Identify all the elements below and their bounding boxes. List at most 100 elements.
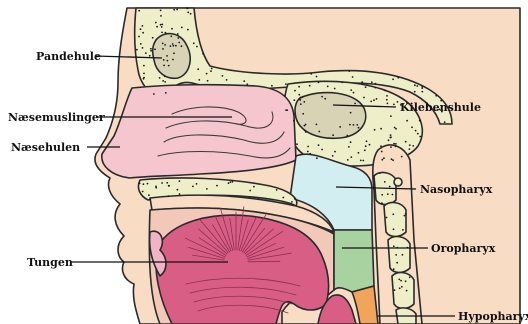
bone-dot bbox=[161, 24, 163, 26]
bone-dot bbox=[402, 229, 404, 231]
bone-dot bbox=[178, 42, 180, 44]
label-naesehulen: Næsehulen bbox=[11, 141, 80, 154]
bone-dot bbox=[415, 130, 417, 132]
bone-dot bbox=[401, 156, 403, 158]
bone-dot bbox=[369, 144, 371, 146]
bone-dot bbox=[332, 134, 334, 136]
bone-dot bbox=[226, 79, 228, 81]
bone-dot bbox=[143, 78, 145, 80]
bone-dot bbox=[380, 128, 382, 130]
bone-dot bbox=[172, 59, 174, 61]
bone-dot bbox=[172, 43, 174, 45]
bone-dot bbox=[397, 77, 399, 79]
bone-dot bbox=[149, 199, 151, 201]
bone-dot bbox=[196, 46, 198, 48]
bone-dot bbox=[391, 158, 393, 160]
bone-dot bbox=[165, 32, 167, 34]
bone-dot bbox=[309, 85, 311, 87]
bone-dot bbox=[398, 279, 400, 281]
bone-dot bbox=[294, 198, 296, 200]
bone-dot bbox=[358, 152, 360, 154]
bone-dot bbox=[406, 290, 408, 292]
bone-dot bbox=[181, 27, 183, 29]
bone-dot bbox=[384, 181, 386, 183]
bone-dot bbox=[316, 157, 318, 159]
bone-dot bbox=[383, 157, 385, 159]
bone-dot bbox=[196, 183, 198, 185]
bone-dot bbox=[286, 109, 288, 111]
bone-dot bbox=[395, 128, 397, 130]
bone-dot bbox=[387, 193, 389, 195]
bone-dot bbox=[155, 187, 157, 189]
bone-dot bbox=[282, 197, 284, 199]
bone-dot bbox=[393, 104, 395, 106]
bone-dot bbox=[166, 55, 168, 57]
bone-dot bbox=[414, 91, 416, 93]
bone-dot bbox=[291, 201, 293, 203]
bone-dot bbox=[371, 81, 373, 83]
bone-dot bbox=[334, 151, 336, 153]
bone-dot bbox=[138, 36, 140, 38]
bone-dot bbox=[160, 24, 162, 26]
bone-dot bbox=[400, 280, 402, 282]
bone-dot bbox=[389, 137, 391, 139]
bone-dot bbox=[339, 126, 341, 128]
label-kilebenshule: Kilebenshule bbox=[400, 101, 481, 114]
bone-dot bbox=[365, 145, 367, 147]
bone-dot bbox=[395, 145, 397, 147]
bone-dot bbox=[393, 228, 395, 230]
bone-dot bbox=[324, 98, 326, 100]
bone-dot bbox=[155, 22, 157, 24]
bone-dot bbox=[253, 186, 255, 188]
bone-dot bbox=[401, 286, 403, 288]
label-pandehule: Pandehule bbox=[36, 50, 101, 63]
bone-dot bbox=[349, 124, 351, 126]
bone-dot bbox=[360, 160, 362, 162]
bone-dot bbox=[409, 276, 411, 278]
bone-dot bbox=[302, 96, 304, 98]
bone-dot bbox=[164, 44, 166, 46]
bone-dot bbox=[175, 45, 177, 47]
bone-dot bbox=[142, 47, 144, 49]
bone-dot bbox=[395, 254, 397, 256]
bone-dot bbox=[149, 55, 151, 57]
bone-dot bbox=[161, 182, 163, 184]
bone-dot bbox=[177, 33, 179, 35]
bone-dot bbox=[193, 42, 195, 44]
bone-dot bbox=[376, 98, 378, 100]
bone-dot bbox=[187, 7, 189, 9]
bone-dot bbox=[353, 92, 355, 94]
oropharynx-region bbox=[334, 230, 374, 292]
bone-dot bbox=[416, 85, 418, 87]
bone-dot bbox=[298, 86, 300, 88]
bone-dot bbox=[161, 26, 163, 28]
bone-dot bbox=[392, 159, 394, 161]
bone-dot bbox=[392, 194, 394, 196]
bone-dot bbox=[140, 28, 142, 30]
bone-dot bbox=[318, 144, 320, 146]
bone-dot bbox=[271, 85, 273, 87]
bone-dot bbox=[168, 195, 170, 197]
bone-dot bbox=[384, 90, 386, 92]
bone-dot bbox=[168, 185, 170, 187]
bone-dot bbox=[190, 13, 192, 15]
bone-dot bbox=[374, 87, 376, 89]
bone-dot bbox=[173, 45, 175, 47]
bone-dot bbox=[386, 95, 388, 97]
bone-dot bbox=[207, 80, 209, 82]
bone-dot bbox=[246, 83, 248, 85]
bone-dot bbox=[162, 80, 164, 82]
bone-dot bbox=[166, 182, 168, 184]
bone-dot bbox=[230, 181, 232, 183]
bone-dot bbox=[159, 77, 161, 79]
bone-dot bbox=[363, 97, 365, 99]
bone-dot bbox=[296, 143, 298, 145]
bone-dot bbox=[173, 9, 175, 11]
bone-dot bbox=[392, 78, 394, 80]
bone-dot bbox=[206, 188, 208, 190]
bone-dot bbox=[444, 121, 446, 123]
bone-dot bbox=[389, 186, 391, 188]
bone-dot bbox=[163, 65, 165, 67]
bone-dot bbox=[397, 101, 399, 103]
bone-dot bbox=[316, 124, 318, 126]
